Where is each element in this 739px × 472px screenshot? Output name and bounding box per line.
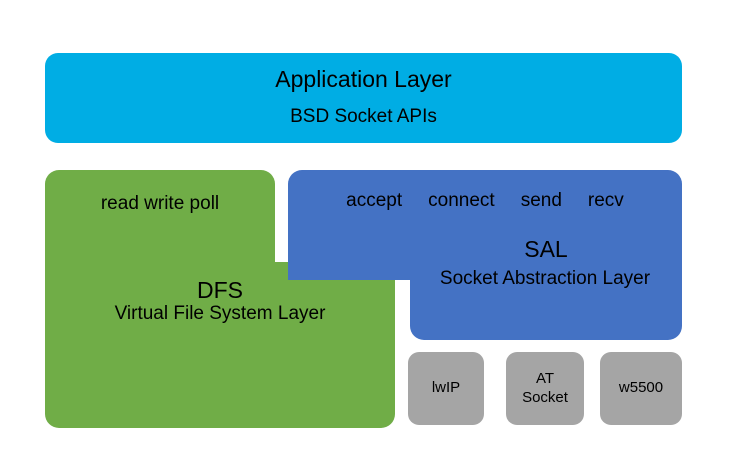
driver-box-lwip[interactable]: lwIP <box>408 352 484 425</box>
driver-box-w5500-line1: w5500 <box>618 379 664 397</box>
driver-box-w5500[interactable]: w5500 <box>600 352 682 425</box>
dfs-layer-block-lower[interactable] <box>45 262 395 428</box>
application-layer-block[interactable] <box>45 53 682 143</box>
driver-box-at-socket-line1: AT <box>535 369 555 387</box>
driver-box-at-socket[interactable]: AT Socket <box>506 352 584 425</box>
driver-box-lwip-line1: lwIP <box>431 379 461 397</box>
sal-layer-block-lower[interactable] <box>410 262 682 340</box>
driver-box-at-socket-line2: Socket <box>522 388 568 406</box>
